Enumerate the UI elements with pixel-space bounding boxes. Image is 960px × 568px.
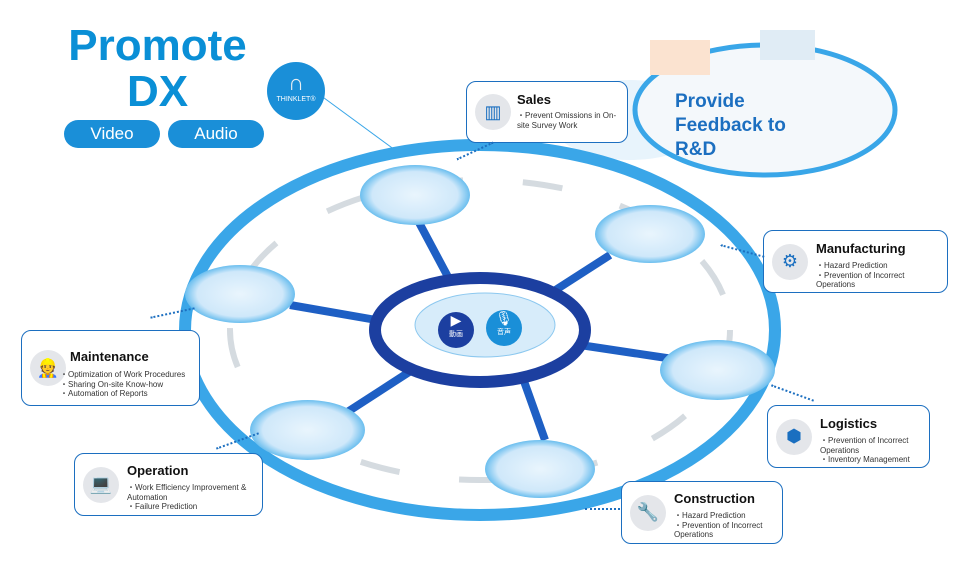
thinklet-device: ∩THINKLET®: [267, 62, 325, 120]
cycle-arrows: [227, 177, 733, 483]
play-icon: ▶: [450, 312, 462, 328]
title-dx: DX: [126, 67, 189, 116]
card-title: Maintenance: [70, 349, 149, 364]
card-title: Manufacturing: [816, 241, 906, 256]
card-items: Prevent Omissions in On-site Survey Work: [517, 111, 623, 130]
card-item: Failure Prediction: [127, 502, 257, 512]
card-logistics: ⬢ Logistics Prevention of Incorrect Oper…: [767, 405, 930, 468]
card-title: Sales: [517, 92, 551, 107]
card-items: Prevention of Incorrect OperationsInvent…: [820, 436, 928, 465]
audio-button[interactable]: Audio: [168, 120, 264, 148]
card-item: Optimization of Work Procedures: [60, 370, 200, 380]
card-item: Prevent Omissions in On-site Survey Work: [517, 111, 623, 130]
rnd-chart-board: [760, 30, 815, 60]
card-items: Hazard PredictionPrevention of Incorrect…: [816, 261, 941, 290]
node-logistics: [660, 340, 775, 400]
device-pointer: [319, 94, 396, 151]
title-promote: Promote: [68, 21, 247, 70]
card-title: Construction: [674, 491, 755, 506]
wrench-icon: 🔧: [630, 494, 666, 531]
microphone-icon: 🎙: [495, 310, 513, 326]
rnd-chart-board: [650, 40, 710, 75]
card-item: Inventory Management: [820, 455, 928, 465]
card-items: Optimization of Work ProceduresSharing O…: [60, 370, 200, 399]
node-sales: [360, 165, 470, 225]
card-operation: 💻 Operation Work Efficiency Improvement …: [74, 453, 263, 516]
card-item: Prevention of Incorrect Operations: [820, 436, 928, 455]
feedback-text: Provide Feedback to R&D: [675, 91, 786, 160]
thinklet-label: THINKLET®: [276, 96, 316, 103]
card-construction: 🔧 Construction Hazard PredictionPreventi…: [621, 481, 783, 544]
card-item: Prevention of Incorrect Operations: [674, 521, 780, 540]
node-manufacturing: [595, 205, 705, 263]
video-node-label: 動画: [449, 331, 463, 338]
card-title: Operation: [127, 463, 189, 478]
bar-chart-icon: ▥: [475, 94, 511, 130]
card-item: Work Efficiency Improvement & Automation: [127, 483, 257, 502]
card-sales: ▥ Sales Prevent Omissions in On-site Sur…: [466, 81, 628, 143]
node-maintenance: [185, 265, 295, 323]
card-manufacturing: ⚙ Manufacturing Hazard PredictionPrevent…: [763, 230, 948, 293]
card-item: Automation of Reports: [60, 389, 200, 399]
audio-node-label: 音声: [497, 329, 511, 336]
video-button[interactable]: Video: [64, 120, 160, 148]
card-item: Hazard Prediction: [816, 261, 941, 271]
cloud: [414, 292, 556, 358]
audio-node: 🎙 音声: [486, 310, 522, 346]
card-item: Hazard Prediction: [674, 511, 780, 521]
node-operation: [250, 400, 365, 460]
connector: [585, 508, 620, 510]
box-icon: ⬢: [776, 418, 812, 455]
robot-arm-icon: ⚙: [772, 243, 808, 280]
card-item: Prevention of Incorrect Operations: [816, 271, 941, 290]
card-item: Sharing On-site Know-how: [60, 380, 200, 390]
node-construction: [485, 440, 595, 498]
video-node: ▶ 動画: [438, 312, 474, 348]
card-title: Logistics: [820, 416, 878, 431]
card-items: Hazard PredictionPrevention of Incorrect…: [674, 511, 780, 540]
wearable-camera-icon: ∩: [288, 70, 304, 95]
laptop-icon: 💻: [83, 466, 119, 503]
card-maintenance: 👷 Maintenance Optimization of Work Proce…: [21, 330, 200, 406]
card-items: Work Efficiency Improvement & Automation…: [127, 483, 257, 512]
